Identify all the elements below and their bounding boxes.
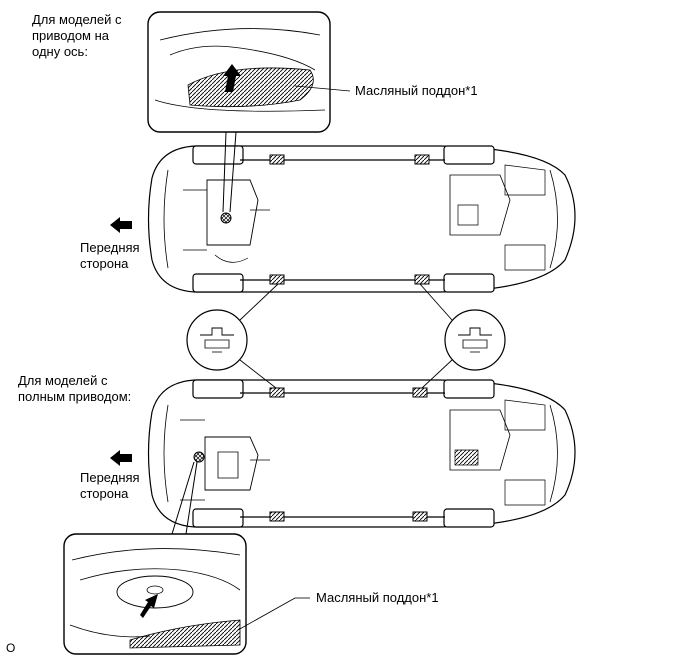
- jack-point-markers-awd: [269, 387, 428, 522]
- oil-pan-label-bottom: Масляный поддон*1: [316, 590, 439, 605]
- oil-pan-inset-awd: [63, 461, 310, 655]
- car-underbody-awd: [147, 379, 576, 528]
- top-model-caption: Для моделей с приводом на одну ось:: [32, 12, 122, 59]
- front-side-label-bottom: Передняя сторона: [80, 470, 140, 501]
- jack-detail-circle-right: [419, 283, 506, 389]
- car-underbody-2wd: [147, 145, 576, 293]
- corner-code: O: [6, 641, 16, 655]
- front-arrow-icon-top: [110, 217, 132, 233]
- drain-plug-2wd: [220, 212, 232, 224]
- oil-pan-label-top: Масляный поддон*1: [355, 83, 478, 98]
- front-side-label-top: Передняя сторона: [80, 240, 140, 271]
- jack-point-markers-2wd: [269, 154, 430, 285]
- drain-plug-awd: [193, 451, 205, 463]
- jack-detail-circle-left: [186, 283, 279, 389]
- oil-pan-inset-2wd: [147, 11, 351, 213]
- bottom-model-caption: Для моделей с полным приводом:: [18, 373, 132, 404]
- front-arrow-icon-bottom: [110, 450, 132, 466]
